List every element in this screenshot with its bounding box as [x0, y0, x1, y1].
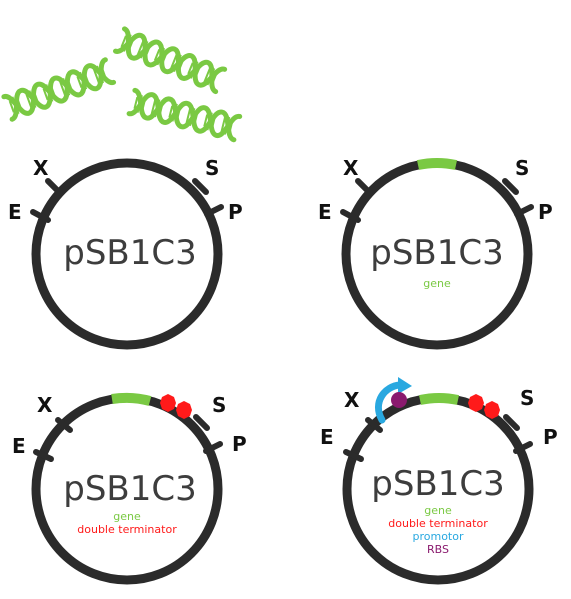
site-label-x: X: [343, 156, 359, 180]
terminator-icon: [484, 401, 500, 419]
legend-gene: gene: [423, 277, 451, 290]
site-label-s: S: [515, 156, 529, 180]
restriction-site-s-mark: [193, 414, 210, 431]
gene-segment: [416, 158, 458, 170]
plasmid-name: pSB1C3: [63, 233, 197, 273]
legend-promotor: promotor: [412, 530, 463, 543]
rbs-icon: [391, 392, 407, 408]
site-label-p: P: [232, 432, 247, 456]
legend-double-terminator: double terminator: [77, 523, 177, 536]
legend-double-terminator: double terminator: [388, 517, 488, 530]
site-label-s: S: [212, 393, 226, 417]
restriction-site-e-mark: [340, 209, 361, 223]
promotor-arrowhead-icon: [398, 377, 412, 394]
legend-rbs: RBS: [427, 543, 449, 556]
dna-helix-icon: [129, 90, 240, 139]
restriction-site-p-mark: [204, 204, 224, 217]
plasmid-3: X E S P pSB1C3 gene double terminator: [12, 392, 247, 585]
dna-helix-icon: [116, 29, 225, 92]
plasmid-name: pSB1C3: [370, 233, 504, 273]
restriction-site-x-mark: [355, 178, 373, 196]
legend-gene: gene: [113, 510, 141, 523]
restriction-site-p-mark: [203, 441, 223, 454]
dna-helix-icon: [4, 60, 114, 119]
terminator-icon: [468, 394, 484, 412]
site-label-e: E: [318, 200, 332, 224]
site-label-e: E: [8, 200, 22, 224]
restriction-site-e-mark: [33, 449, 54, 462]
plasmid-2: X E S P pSB1C3 gene: [318, 156, 553, 350]
restriction-site-e-mark: [30, 209, 51, 223]
site-label-x: X: [33, 156, 49, 180]
legend-gene: gene: [424, 504, 452, 517]
plasmid-name: pSB1C3: [371, 464, 505, 504]
restriction-site-s-mark: [192, 178, 209, 195]
site-label-p: P: [538, 200, 553, 224]
plasmid-1: X E S P pSB1C3: [8, 156, 243, 350]
gene-segment: [111, 392, 152, 406]
promotor-arrow-icon: [375, 381, 404, 424]
site-label-x: X: [344, 388, 360, 412]
plasmid-ring: [31, 158, 223, 350]
restriction-site-s-mark: [502, 178, 519, 195]
terminator-icon: [176, 401, 192, 419]
site-label-e: E: [12, 434, 26, 458]
plasmid-name: pSB1C3: [63, 469, 197, 509]
plasmid-4: X E S P pSB1C3 gene double terminator pr…: [320, 377, 558, 585]
restriction-site-s-mark: [503, 414, 520, 431]
terminator-icon: [160, 394, 176, 412]
site-label-s: S: [205, 156, 219, 180]
restriction-site-x-mark: [45, 178, 63, 196]
restriction-site-x-mark: [365, 417, 383, 433]
site-label-e: E: [320, 425, 334, 449]
gene-segment: [418, 393, 460, 405]
site-label-p: P: [228, 200, 243, 224]
restriction-site-x-mark: [55, 417, 73, 433]
site-label-s: S: [520, 386, 534, 410]
site-label-p: P: [543, 425, 558, 449]
restriction-site-e-mark: [343, 449, 364, 462]
restriction-site-p-mark: [513, 441, 533, 454]
site-label-x: X: [37, 393, 53, 417]
restriction-site-p-mark: [514, 204, 534, 217]
